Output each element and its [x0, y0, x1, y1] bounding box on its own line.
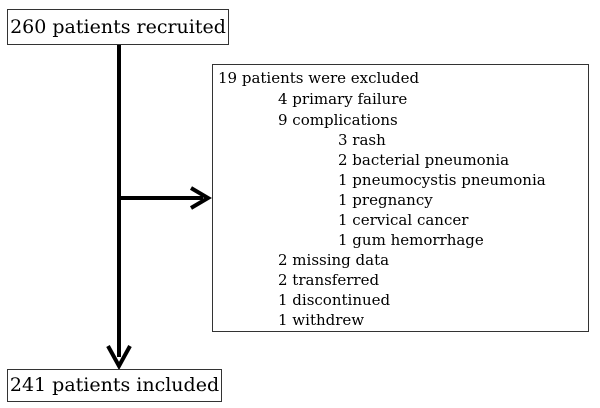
main-arrowhead [106, 345, 132, 371]
complication-rash: 3 rash [338, 131, 386, 149]
included-box: 241 patients included [7, 369, 222, 402]
exclusion-discontinued: 1 discontinued [278, 291, 391, 309]
recruited-label: 260 patients recruited [10, 16, 226, 38]
exclusion-complications: 9 complications [278, 111, 398, 129]
complication-pneumocystis-pneumonia: 1 pneumocystis pneumonia [338, 171, 546, 189]
complication-gum-hemorrhage: 1 gum hemorrhage [338, 231, 484, 249]
exclusion-primary-failure: 4 primary failure [278, 90, 408, 108]
complication-cervical-cancer: 1 cervical cancer [338, 211, 469, 229]
exclusion-withdrew: 1 withdrew [278, 311, 365, 329]
complication-bacterial-pneumonia: 2 bacterial pneumonia [338, 151, 510, 169]
complication-pregnancy: 1 pregnancy [338, 191, 433, 209]
recruited-box: 260 patients recruited [7, 9, 229, 45]
exclusion-missing-data: 2 missing data [278, 251, 390, 269]
exclusion-box: 19 patients were excluded 4 primary fail… [212, 64, 589, 332]
included-label: 241 patients included [9, 374, 220, 396]
exclusion-header: 19 patients were excluded [218, 69, 420, 87]
exclusion-arrowhead [189, 186, 212, 210]
exclusion-transferred: 2 transferred [278, 271, 380, 289]
